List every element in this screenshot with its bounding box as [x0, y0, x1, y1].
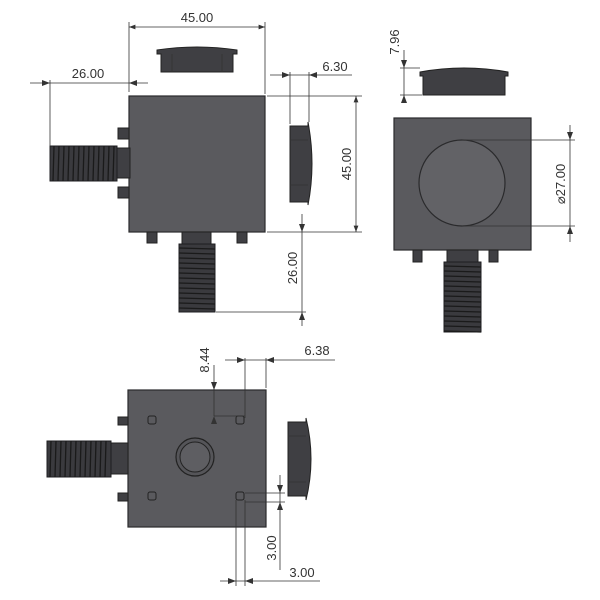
dim-height: 45.00 — [339, 148, 354, 181]
top-view-cap — [287, 417, 312, 501]
dim-thread-left: 26.00 — [72, 66, 105, 81]
right-cap — [289, 121, 313, 206]
dim-width: 45.00 — [181, 10, 214, 25]
dim-cap-thickness: 6.30 — [322, 59, 347, 74]
thread-ridges — [52, 145, 115, 182]
top-view: 8.44 6.38 3.00 3.00 — [46, 343, 335, 586]
side-top-cap — [419, 67, 509, 96]
block-body — [128, 95, 266, 233]
top-cap — [156, 46, 238, 73]
cap-disc — [418, 139, 506, 227]
dim-hole-size-x: 3.00 — [289, 565, 314, 580]
dim-hole-offset-y: 8.44 — [197, 347, 212, 372]
front-view: 45.00 26.00 6.30 45.00 26.00 — [30, 10, 362, 326]
thread-ridges — [178, 247, 216, 310]
dim-hole-offset-x: 6.38 — [304, 343, 329, 358]
dim-thread-bottom: 26.00 — [285, 252, 300, 285]
dim-cap-height: 7.96 — [387, 29, 402, 54]
thread-ridges — [49, 440, 107, 478]
side-view: 7.96 ⌀27.00 — [387, 29, 575, 333]
dim-cap-diameter: ⌀27.00 — [553, 164, 568, 204]
dim-hole-size-y: 3.00 — [264, 535, 279, 560]
mounting-holes — [147, 415, 245, 501]
thread-ridges — [443, 265, 482, 333]
